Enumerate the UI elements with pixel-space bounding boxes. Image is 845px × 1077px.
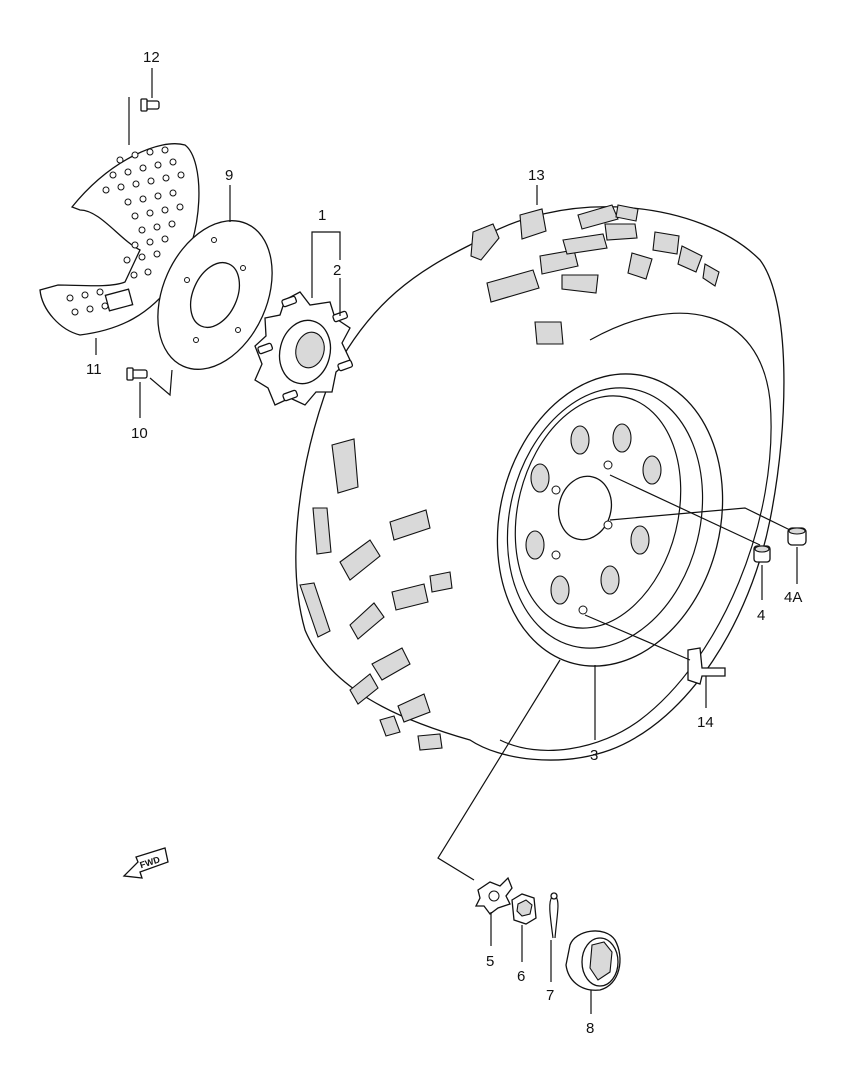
nut-4a xyxy=(787,527,807,546)
disc-guard xyxy=(39,143,200,336)
label-11: 11 xyxy=(86,361,102,378)
brake-disc xyxy=(157,220,273,370)
bolt-12 xyxy=(140,98,160,112)
nut-4 xyxy=(753,545,771,563)
label-13: 13 xyxy=(528,167,545,184)
washer xyxy=(474,876,513,915)
label-5: 5 xyxy=(486,953,494,970)
hub-cap xyxy=(565,930,621,991)
wheel-hub xyxy=(254,291,354,406)
part-labels: 1 2 3 4 4A 5 6 7 8 9 10 11 12 13 14 xyxy=(86,49,802,1037)
label-8: 8 xyxy=(586,1020,594,1037)
label-12: 12 xyxy=(143,49,160,66)
label-4a: 4A xyxy=(784,589,802,606)
label-4: 4 xyxy=(757,607,765,624)
forward-arrow: FWD xyxy=(122,847,169,879)
label-3: 3 xyxy=(590,747,598,764)
label-10: 10 xyxy=(131,425,148,442)
castle-nut xyxy=(511,893,537,925)
cotter-pin xyxy=(549,892,559,939)
label-1: 1 xyxy=(318,207,326,224)
label-6: 6 xyxy=(517,968,525,985)
label-14: 14 xyxy=(697,714,714,731)
valve-stem xyxy=(687,647,726,685)
label-7: 7 xyxy=(546,987,554,1004)
label-9: 9 xyxy=(225,167,233,184)
label-2: 2 xyxy=(333,262,341,279)
leader-lines xyxy=(95,68,798,1014)
bolt-10 xyxy=(126,367,148,381)
